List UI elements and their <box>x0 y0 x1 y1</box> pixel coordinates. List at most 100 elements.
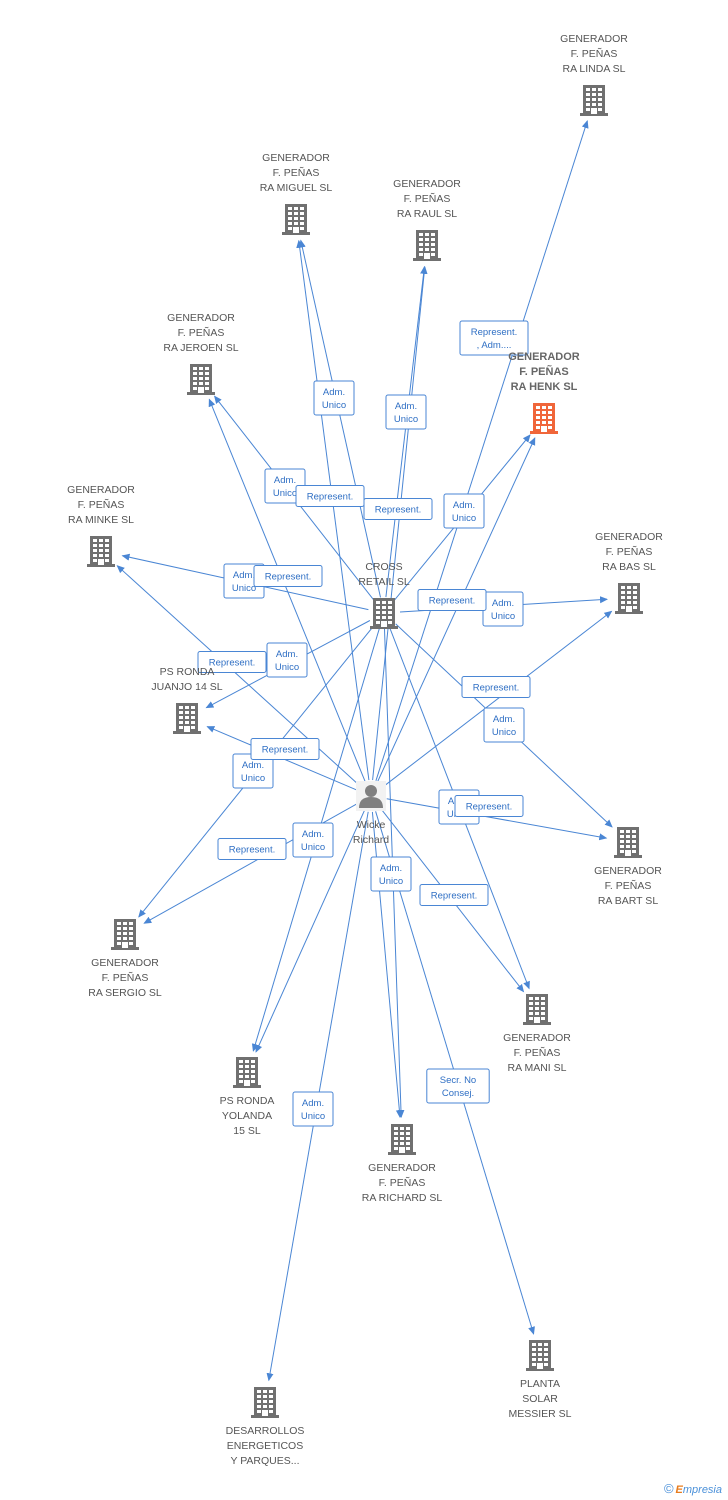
edge-label-wicke-desarr[interactable]: Adm. Unico <box>292 1091 334 1127</box>
edge-label-text: Adm. <box>395 401 417 412</box>
edge-label-cross-raul[interactable]: Adm. Unico <box>385 394 427 430</box>
node-label-minke: GENERADOR <box>67 484 135 496</box>
node-label-desarr: Y PARQUES... <box>230 1455 299 1467</box>
node-label-mani: F. PEÑAS <box>514 1046 561 1059</box>
edge-label-cross-mani[interactable]: Adm.Unico <box>292 822 334 858</box>
node-label-bas: F. PEÑAS <box>606 545 653 558</box>
edge-label-text: Adm. <box>380 863 402 874</box>
node-minke[interactable]: GENERADOR F. PEÑAS RA MINKE SL <box>67 484 135 567</box>
node-label-sergio: RA SERGIO SL <box>88 987 162 999</box>
edge-label-wicke-richard[interactable]: Represent. <box>419 884 489 906</box>
edge-label-wicke-minke[interactable]: Represent. <box>253 565 323 587</box>
edge-label-text: Unico <box>452 513 476 524</box>
node-label-mani: RA MANI SL <box>508 1062 567 1074</box>
node-label-yolanda: PS RONDA <box>220 1095 275 1107</box>
building-icon <box>251 1387 279 1418</box>
node-label-miguel: F. PEÑAS <box>273 166 320 179</box>
edge-label-wicke-juanjo[interactable]: Represent. <box>197 651 267 673</box>
node-label-juanjo: JUANJO 14 SL <box>151 681 222 693</box>
edge-label-wicke-yolanda[interactable]: Represent. <box>454 795 524 817</box>
building-icon <box>233 1057 261 1088</box>
node-label-minke: F. PEÑAS <box>78 498 125 511</box>
node-label-juanjo: PS RONDA <box>160 666 215 678</box>
edge-label-text: Secr. No <box>440 1075 476 1086</box>
node-label-sergio: GENERADOR <box>91 957 159 969</box>
edge-label-text: Unico <box>394 414 418 425</box>
edge-label-text: Adm. <box>323 387 345 398</box>
edge-label-text: Represent. <box>431 891 477 902</box>
edge-label-text: Adm. <box>233 570 255 581</box>
edge-label-text: Unico <box>301 1111 325 1122</box>
node-label-raul: F. PEÑAS <box>404 192 451 205</box>
edge-label-cross-jeroen[interactable]: Adm.Unico <box>264 468 306 504</box>
edge-label-cross-miguel[interactable]: Adm.Unico <box>313 380 355 416</box>
edge-label-text: Represent. <box>307 492 353 503</box>
brand-initial: E <box>675 1484 683 1496</box>
node-miguel[interactable]: GENERADOR F. PEÑAS RA MIGUEL SL <box>260 152 333 235</box>
building-icon <box>530 403 558 434</box>
edge-wicke-to-raul <box>372 265 428 781</box>
node-label-jeroen: F. PEÑAS <box>178 326 225 339</box>
building-icon <box>614 827 642 858</box>
node-label-wicke: Richard <box>353 834 389 846</box>
node-juanjo[interactable]: PS RONDA JUANJO 14 SL <box>151 666 223 734</box>
node-label-messier: MESSIER SL <box>508 1408 571 1420</box>
edge-label-wicke-linda[interactable]: Represent., Adm.... <box>459 320 529 356</box>
edge-label-wicke-mani[interactable]: Represent. <box>217 838 287 860</box>
edge-label-text: Adm. <box>302 829 324 840</box>
edge-label-text: Represent. <box>265 572 311 583</box>
node-label-yolanda: YOLANDA <box>222 1110 272 1122</box>
node-label-linda: GENERADOR <box>560 33 628 45</box>
node-label-bas: GENERADOR <box>595 531 663 543</box>
node-cross[interactable]: CROSS RETAIL SL <box>358 561 410 629</box>
node-label-minke: RA MINKE SL <box>68 514 134 526</box>
edge-label-text: Represent. <box>229 845 275 856</box>
edge-label-text: Unico <box>273 488 297 499</box>
edge-label-cross-bart[interactable]: Adm.Unico <box>483 707 525 743</box>
edge-label-wicke-bart[interactable]: Represent. <box>461 676 531 698</box>
edge-label-cross-bas[interactable]: Adm.Unico <box>482 591 524 627</box>
building-icon <box>580 85 608 116</box>
node-label-miguel: RA MIGUEL SL <box>260 182 333 194</box>
node-label-miguel: GENERADOR <box>262 152 330 164</box>
node-label-bart: GENERADOR <box>594 865 662 877</box>
building-icon <box>526 1340 554 1371</box>
node-label-raul: GENERADOR <box>393 178 461 190</box>
building-icon <box>282 204 310 235</box>
edge-label-wicke-raul[interactable]: Represent. <box>363 498 433 520</box>
edge-label-text: Unico <box>275 662 299 673</box>
edge-label-cross-henk[interactable]: Adm.Unico <box>443 493 485 529</box>
edge-label-text: Adm. <box>492 598 514 609</box>
edge-label-text: Consej. <box>442 1088 474 1099</box>
node-label-bart: RA BART SL <box>598 895 658 907</box>
node-label-richard: F. PEÑAS <box>379 1176 426 1189</box>
edge-label-cross-juanjo[interactable]: Adm.Unico <box>266 642 308 678</box>
edge-label-wicke-sergio[interactable]: Represent. <box>250 738 320 760</box>
edge-label-text: Unico <box>492 727 516 738</box>
edge-label-wicke-bas[interactable]: Represent. <box>417 589 487 611</box>
edge-label-text: Unico <box>232 583 256 594</box>
node-label-desarr: DESARROLLOS <box>226 1425 305 1437</box>
edge-label-wicke-jeroen[interactable]: Represent. <box>295 485 365 507</box>
edge-label-text: Adm. <box>302 1098 324 1109</box>
node-label-henk: GENERADOR <box>508 351 580 363</box>
node-label-cross: CROSS <box>365 561 402 573</box>
edge-cross-to-raul <box>385 265 428 598</box>
node-label-cross: RETAIL SL <box>358 576 410 588</box>
edge-label-cross-richard[interactable]: Adm.Unico <box>370 856 412 892</box>
building-icon <box>370 598 398 629</box>
edge-label-wicke-messier[interactable]: Secr. No Consej. <box>426 1068 490 1104</box>
